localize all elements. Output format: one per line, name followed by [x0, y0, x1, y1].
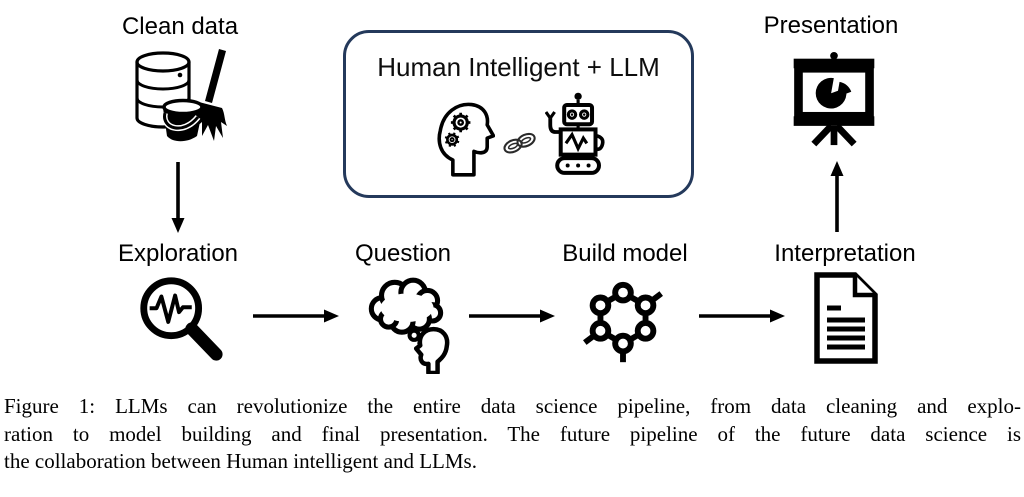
presentation-label: Presentation — [763, 12, 899, 39]
magnifier-pulse-icon — [140, 277, 223, 361]
human-llm-box: Human Intelligent + LLM — [343, 30, 694, 198]
head-gears-icon — [437, 102, 495, 177]
figure-caption: Figure 1: LLMs can revolutionize the ent… — [4, 393, 1021, 476]
arrow-exploration-to-question right-arrow-icon — [253, 309, 339, 323]
thought-cloud-head-icon — [368, 277, 450, 374]
exploration-label: Exploration — [117, 240, 239, 267]
arrow-build-model-to-interpretation right-arrow-icon — [699, 309, 785, 323]
robot-icon — [545, 92, 605, 175]
interpretation-label: Interpretation — [774, 240, 916, 267]
caption-line-2: ration to model building and final prese… — [4, 421, 1021, 446]
chain-link-icon — [503, 132, 536, 154]
molecule-network-icon — [583, 281, 663, 363]
question-label: Question — [354, 240, 452, 267]
document-lines-icon — [814, 272, 878, 364]
human-llm-box-title: Human Intelligent + LLM — [377, 52, 660, 82]
clean-data-label: Clean data — [121, 13, 239, 40]
human-llm-icons-row — [346, 92, 691, 179]
arrow-interpretation-to-presentation up-arrow-icon — [830, 161, 844, 232]
presentation-board-pie-icon — [793, 51, 875, 147]
caption-line-3: the collaboration between Human intellig… — [4, 449, 477, 473]
caption-line-1: Figure 1: LLMs can revolutionize the ent… — [4, 394, 1021, 418]
chain-link-wrap — [500, 124, 540, 162]
arrow-clean-to-exploration down-arrow-icon — [171, 162, 185, 233]
database-bucket-broom-icon — [135, 49, 227, 142]
build-model-label: Build model — [562, 240, 688, 267]
arrow-question-to-build-model right-arrow-icon — [469, 309, 555, 323]
